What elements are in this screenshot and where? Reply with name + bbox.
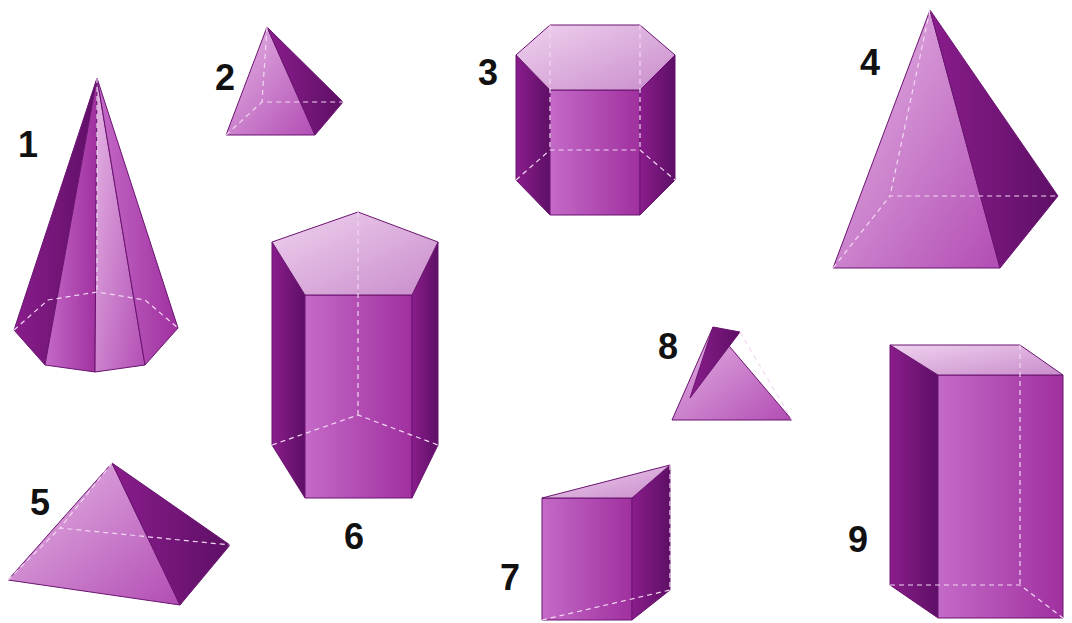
triangular-pyramid	[226, 27, 343, 135]
callout-number: 2	[215, 60, 235, 96]
square-pyramid	[8, 463, 230, 605]
square-pyramid	[833, 10, 1058, 268]
callout-number: 9	[848, 522, 868, 558]
callout-number: 4	[860, 45, 880, 81]
hexagonal-prism	[516, 25, 675, 215]
triangular-pyramid	[672, 327, 792, 420]
heptagonal-pyramid	[14, 78, 178, 372]
callout-number: 6	[344, 519, 364, 555]
callout-number: 5	[30, 485, 50, 521]
callout-number: 3	[478, 55, 498, 91]
callout-number: 8	[658, 329, 678, 365]
pentagonal-prism	[272, 212, 438, 498]
triangular-prism	[542, 465, 670, 620]
rectangular-prism	[890, 345, 1063, 618]
callout-number: 1	[18, 127, 38, 163]
callout-number: 7	[500, 560, 520, 596]
